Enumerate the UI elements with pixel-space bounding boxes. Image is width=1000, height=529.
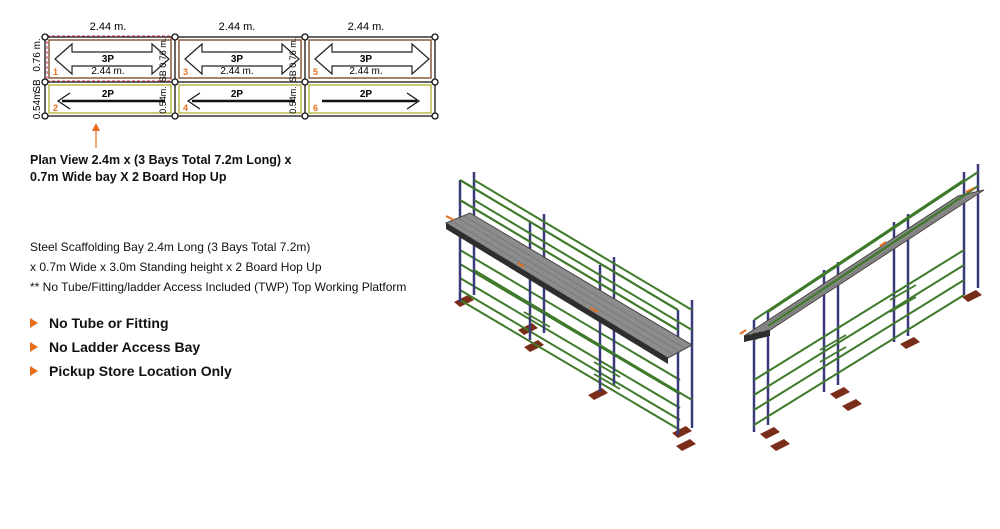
feature-label: Pickup Store Location Only: [49, 363, 232, 379]
bay-4-boards: 2P: [231, 89, 244, 100]
isometric-view-left: [444, 172, 696, 451]
bay-6-boards: 2P: [360, 89, 373, 100]
plan-view-diagram: 2.44 m. 2.44 m. 2.44 m. 0.76 m. SB 0.54m…: [32, 21, 439, 148]
bay-3-dim: 2.44 m.: [220, 66, 253, 77]
plan-caption-line-1: Plan View 2.4m x (3 Bays Total 7.2m Long…: [30, 153, 292, 167]
bullet-triangle-icon: [30, 342, 38, 352]
side-label-hop: 0.54m.: [32, 89, 43, 120]
base-plates: [760, 290, 982, 451]
dim-label-bay-1: 2.44 m.: [90, 21, 127, 33]
inner-label-sb-1: SB 0.76 m.: [158, 38, 168, 83]
bay-2-number: 2: [53, 103, 58, 113]
bay-1: 3P 2.44 m. 1: [48, 39, 172, 79]
feature-label: No Tube or Fitting: [49, 315, 169, 331]
bay-6-number: 6: [313, 103, 318, 113]
feature-item: No Tube or Fitting: [30, 311, 232, 335]
side-label-sb: SB: [32, 79, 43, 93]
bay-4: 2P 4: [178, 84, 302, 114]
description-line-1: Steel Scaffolding Bay 2.4m Long (3 Bays …: [30, 240, 311, 254]
standard-nodes: [41, 33, 439, 120]
bullet-triangle-icon: [30, 366, 38, 376]
dim-label-bay-2: 2.44 m.: [219, 21, 256, 33]
bullet-triangle-icon: [30, 318, 38, 328]
feature-item: Pickup Store Location Only: [30, 359, 232, 383]
description-line-3: ** No Tube/Fitting/ladder Access Include…: [30, 280, 407, 294]
bay-5: 3P 2.44 m. 5: [308, 39, 432, 79]
inner-label-hop-1: 0.54m.: [158, 86, 168, 114]
bay-4-number: 4: [183, 103, 188, 113]
pointer-arrow-icon: [92, 123, 100, 148]
dim-label-bay-3: 2.44 m.: [348, 21, 385, 33]
plan-caption: Plan View 2.4m x (3 Bays Total 7.2m Long…: [30, 152, 330, 186]
bay-1-dim: 2.44 m.: [91, 66, 124, 77]
inner-label-sb-2: SB 0.76 m.: [288, 38, 298, 83]
bay-5-number: 5: [313, 67, 318, 77]
bay-2-boards: 2P: [102, 89, 115, 100]
description-line-2: x 0.7m Wide x 3.0m Standing height x 2 B…: [30, 260, 322, 274]
product-description: Steel Scaffolding Bay 2.4m Long (3 Bays …: [30, 237, 450, 297]
bay-6: 2P 6: [308, 84, 432, 114]
feature-item: No Ladder Access Bay: [30, 335, 232, 359]
feature-label: No Ladder Access Bay: [49, 339, 201, 355]
side-label-width: 0.76 m.: [32, 38, 43, 71]
bay-3: 3P 2.44 m. 3: [178, 39, 302, 79]
bay-5-boards: 3P: [360, 54, 373, 65]
plan-caption-line-2: 0.7m Wide bay X 2 Board Hop Up: [30, 170, 227, 184]
feature-list: No Tube or Fitting No Ladder Access Bay …: [30, 311, 232, 383]
bay-5-dim: 2.44 m.: [349, 66, 382, 77]
isometric-view-right: [739, 164, 985, 451]
bay-2: 2P 2: [48, 84, 172, 114]
bay-1-boards: 3P: [102, 54, 115, 65]
bay-3-boards: 3P: [231, 54, 244, 65]
bay-1-number: 1: [53, 67, 58, 77]
bay-3-number: 3: [183, 67, 188, 77]
inner-label-hop-2: 0.54m.: [288, 86, 298, 114]
platform-deck: [444, 212, 694, 359]
